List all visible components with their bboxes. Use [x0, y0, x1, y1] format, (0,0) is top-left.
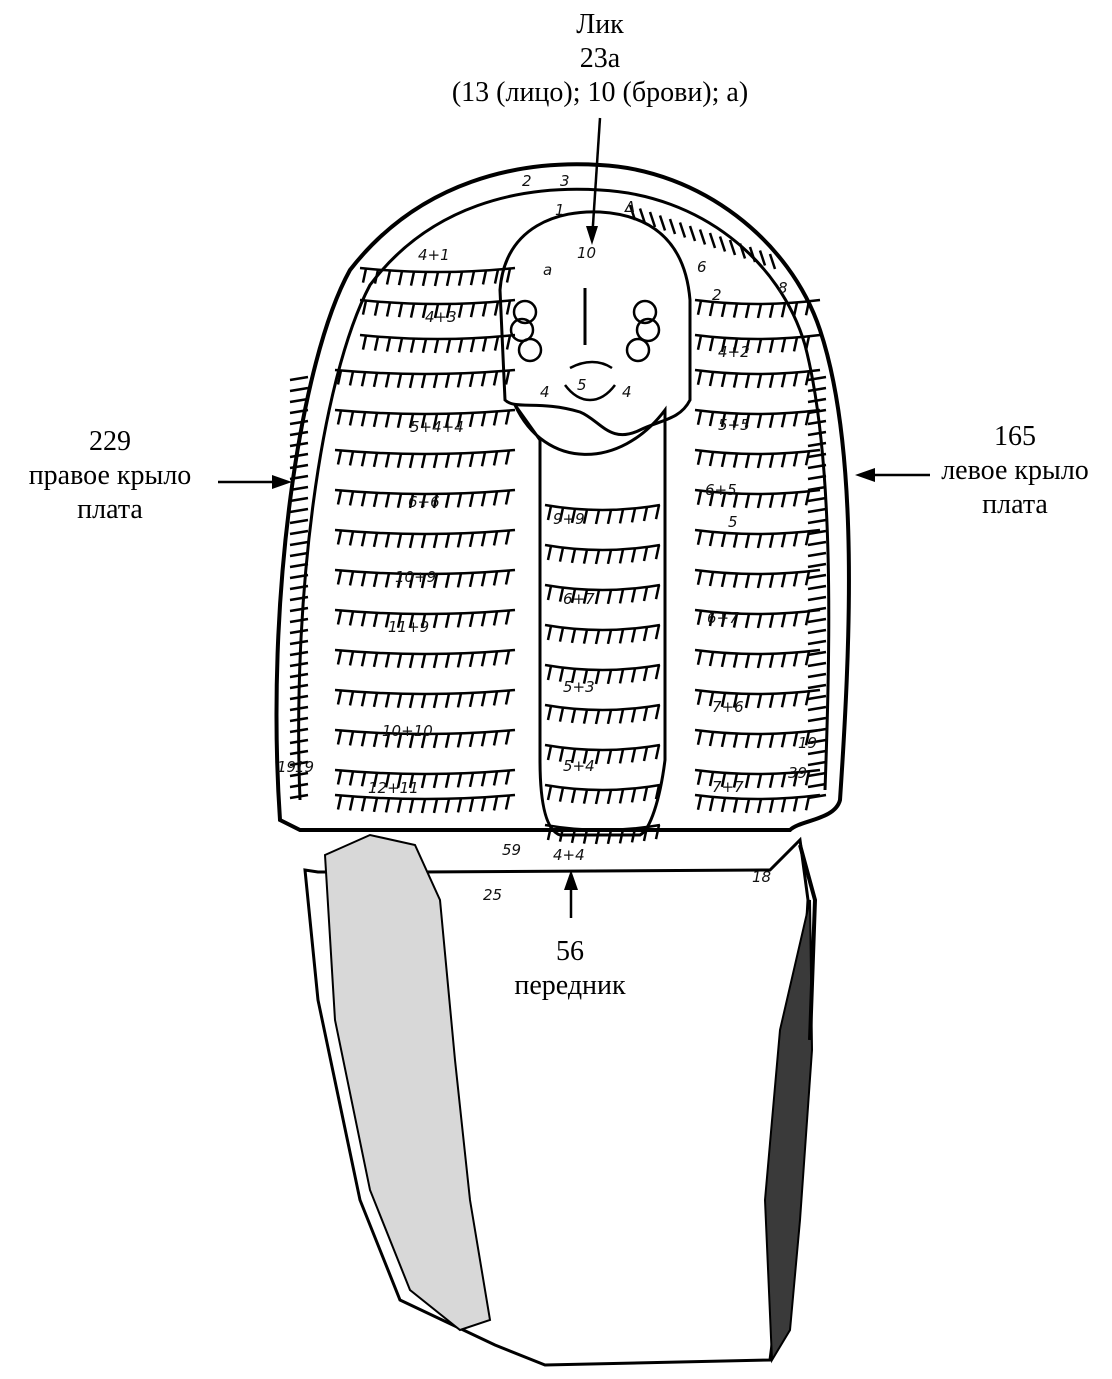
edge-mark: 39 [788, 764, 807, 782]
apron-row-mark: 4+4 [553, 846, 585, 864]
label-top-count: 23а [395, 42, 805, 76]
top-mark: 1 [555, 201, 565, 219]
top-mark: 6 [697, 258, 707, 276]
label-top-detail: (13 (лицо); 10 (брови); а) [395, 76, 805, 110]
label-top: Лик 23а (13 (лицо); 10 (брови); а) [395, 8, 805, 110]
left-wing-row-mark: 5+5 [718, 416, 750, 434]
label-apron-label: передник [490, 969, 650, 1003]
edge-mark: 25 [483, 886, 502, 904]
edge-mark: 19 [295, 758, 314, 776]
label-left-wing-count: 165 [925, 420, 1105, 454]
right-wing-row-mark: 4+1 [418, 246, 450, 264]
top-mark: 2 [522, 172, 532, 190]
edge-mark: 59 [502, 841, 521, 859]
edge-mark: 19 [277, 758, 296, 776]
label-left-wing-line1: левое крыло [925, 454, 1105, 488]
label-apron: 56 передник [490, 935, 650, 1003]
right-wing-row-mark: 6+6 [408, 493, 440, 511]
face-mark: 10 [577, 244, 596, 262]
right-wing-row-mark: 12+11 [368, 779, 419, 797]
right-wing-row-mark: 10+9 [395, 568, 436, 586]
left-wing-row-mark: 2 [712, 286, 722, 304]
right-wing-row-mark: 5+4+4 [410, 418, 464, 436]
face-mark: а [543, 261, 552, 279]
edge-mark: 18 [752, 868, 771, 886]
border-tick [290, 388, 308, 391]
apron-row-mark: 6+7 [563, 590, 595, 608]
face-mark: 5 [577, 376, 587, 394]
stitch-tick [596, 830, 599, 844]
left-wing-row-mark: 7+6 [712, 698, 744, 716]
left-wing-row-mark: 6+5 [705, 481, 737, 499]
label-right-wing: 229 правое крыло плата [0, 425, 220, 527]
border-tick [290, 377, 308, 380]
left-wing-row-mark: 5 [728, 513, 738, 531]
right-wing-row-mark: 4+3 [425, 308, 457, 326]
label-right-wing-line2: плата [0, 493, 220, 527]
edge-mark: 19 [798, 734, 817, 752]
top-mark: 8 [778, 279, 788, 297]
label-right-wing-count: 229 [0, 425, 220, 459]
left-wing-row-mark: 7+7 [712, 778, 744, 796]
arrow-right-wing-head [272, 475, 292, 489]
right-wing-row-mark: 11+9 [388, 618, 429, 636]
label-apron-count: 56 [490, 935, 650, 969]
apron-row-mark: 5+4 [563, 757, 595, 775]
label-left-wing: 165 левое крыло плата [925, 420, 1105, 522]
face-mark: 4 [622, 383, 632, 401]
face-mark: 4 [540, 383, 550, 401]
top-mark: Δ [624, 198, 635, 216]
label-left-wing-line2: плата [925, 488, 1105, 522]
apron-row-mark: 5+3 [563, 678, 595, 696]
apron-row-mark: 9+9 [553, 510, 585, 528]
left-wing-row-mark: 4+2 [718, 343, 750, 361]
right-wing-row-mark: 10+10 [382, 722, 433, 740]
label-right-wing-line1: правое крыло [0, 459, 220, 493]
left-wing-row-mark: 6+7 [707, 609, 739, 627]
label-top-title: Лик [395, 8, 805, 42]
arrow-left-wing-head [855, 468, 875, 482]
top-mark: 3 [560, 172, 570, 190]
